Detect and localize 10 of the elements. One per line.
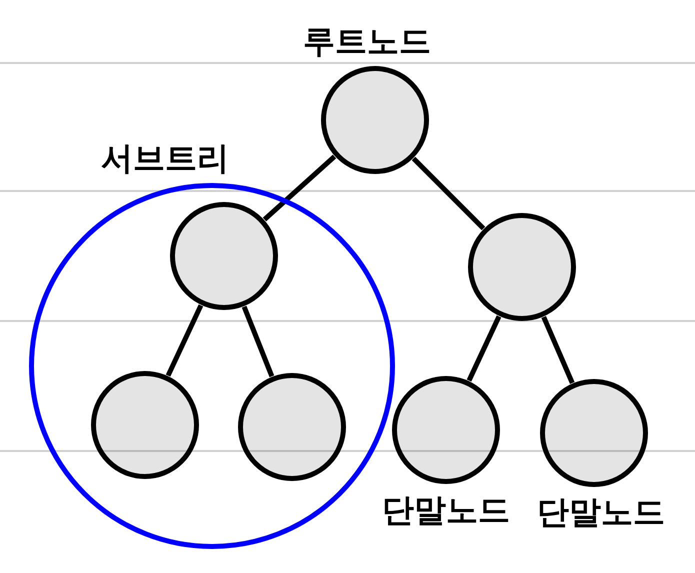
- node-caption: 루트노드: [303, 25, 431, 57]
- node-caption: 서브트리: [101, 142, 229, 174]
- connector-line: [466, 315, 502, 382]
- connector-line: [541, 316, 575, 384]
- connector-line: [166, 304, 204, 377]
- connector-line: [412, 156, 486, 230]
- node-caption: 단말노드: [537, 496, 665, 528]
- connector-line: [242, 306, 274, 378]
- connector-line: [262, 154, 336, 222]
- node-caption: 단말노드: [382, 494, 510, 526]
